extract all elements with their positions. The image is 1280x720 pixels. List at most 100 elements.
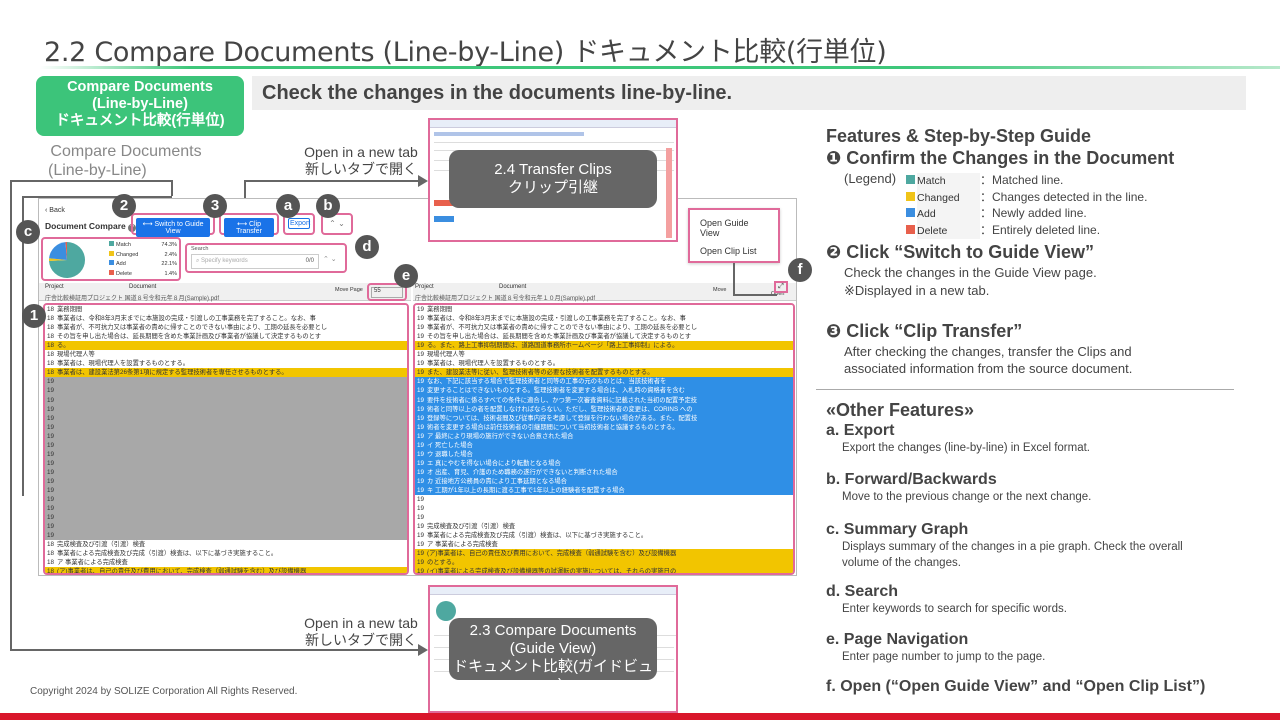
compare-line: 19 <box>45 395 407 406</box>
transfer-overlay-line1: 2.4 Transfer Clips <box>494 161 612 178</box>
line-number: 19 <box>417 505 425 513</box>
line-text: オ 出産、育児、介護のため職務の遂行ができないと判断された場合 <box>427 468 618 476</box>
bottom-bar <box>0 713 1280 720</box>
line-number: 19 <box>417 532 425 540</box>
other-feature-title: e. Page Navigation <box>826 631 969 648</box>
compare-line: 19 <box>415 504 793 514</box>
page-number-input[interactable]: 55 <box>371 287 403 298</box>
search-nav-icons[interactable]: ⌃ ⌄ <box>323 256 337 263</box>
guide-overlay-line1: 2.3 Compare Documents <box>469 622 637 639</box>
open-menu-button[interactable]: Open <box>771 291 785 297</box>
line-text: 完成検査及び引渡（引渡）検査 <box>57 541 146 549</box>
compare-line: 19 <box>45 431 407 442</box>
open-new-tab-bottom-note: Open in a new tab 新しいタブで開く <box>292 615 430 649</box>
features-divider <box>816 389 1234 390</box>
back-link[interactable]: ‹ Back <box>45 207 65 214</box>
line-number: 19 <box>417 450 425 458</box>
line-text: ア 最終により現場の施行ができない合意された場合 <box>427 432 574 440</box>
step-1-title: ❶ Confirm the Changes in the Document <box>826 148 1175 168</box>
search-label: Search <box>191 246 209 252</box>
line-text: ア 事業者による完成検査 <box>427 541 498 549</box>
title-divider <box>40 66 1280 69</box>
line-number: 19 <box>47 514 55 522</box>
right-document-label: Document <box>499 284 527 290</box>
line-text: る。 <box>57 342 70 350</box>
switch-guide-highlight: ⟷ Switch to Guide View <box>131 213 215 237</box>
menu-open-guide-view[interactable]: Open Guide View <box>700 218 749 238</box>
legend-name: Match <box>917 173 980 190</box>
step-2-title: ❷ Click “Switch to Guide View” <box>826 242 1094 262</box>
step-3-body-2: associated information from the source d… <box>844 361 1133 376</box>
line-number: 19 <box>417 550 425 558</box>
connector-top-horizontal <box>10 180 172 182</box>
compare-line: 19 <box>45 386 407 397</box>
other-feature-desc: Export the changes (line-by-line) in Exc… <box>842 442 1090 454</box>
badge-line-3: ドキュメント比較(行単位) <box>55 113 225 129</box>
compare-line: 19 <box>45 422 407 433</box>
clip-transfer-button[interactable]: ⟷ Clip Transfer <box>224 218 274 237</box>
export-button[interactable]: Export <box>288 218 311 229</box>
switch-to-guide-view-button[interactable]: ⟷ Switch to Guide View <box>136 218 210 237</box>
copyright: Copyright 2024 by SOLIZE Corporation All… <box>30 686 298 697</box>
search-input[interactable]: ⌕ Specify keywords 0/0 <box>191 254 319 269</box>
marker-a: a <box>276 194 300 218</box>
other-feature-desc: Enter keywords to search for specific wo… <box>842 603 1067 615</box>
summary-value: 2.4% <box>164 251 177 258</box>
connector-inner-horizontal <box>22 196 172 198</box>
line-number: 19 <box>47 523 55 531</box>
badge-line-2: (Line-by-Line) <box>92 96 188 112</box>
other-feature-title: c. Summary Graph <box>826 521 969 538</box>
line-text: (ア)事業者は、自己の責任及び費用において、完成検査（弱通試験を含む）及び設備機… <box>57 568 307 575</box>
summary-pie-chart <box>49 242 85 278</box>
line-number: 19 <box>417 405 425 413</box>
line-number: 19 <box>417 559 425 567</box>
compare-line: 18(ア)事業者は、自己の責任及び費用において、完成検査（弱通試験を含む）及び設… <box>45 567 407 575</box>
line-text: 事業者は、令和8年3月末までに本施設の完成・引渡しの工事業務を完了すること。なお… <box>57 315 316 323</box>
open-new-tab-bottom-ja: 新しいタブで開く <box>305 632 417 648</box>
left-document-label: Document <box>129 284 157 290</box>
line-text: ア 事業者による完成検査 <box>57 559 128 567</box>
line-text: なお、下記に該当する場合で監理技術者と同等の工事の元のものとは、当該技術者を <box>427 378 667 386</box>
line-number: 19 <box>417 342 425 350</box>
legend-list: Match：Matched line.Changed：Changes detec… <box>906 172 1246 239</box>
subhead: Check the changes in the documents line-… <box>262 82 733 104</box>
line-number: 19 <box>417 360 425 368</box>
line-text: 事業者による完成検査及び完成（引渡）検査は、以下に基づき実施すること。 <box>427 532 648 540</box>
line-number: 18 <box>47 315 55 323</box>
compare-line: 19 <box>45 531 407 541</box>
left-project-label: Project <box>45 284 64 290</box>
previous-change-icon[interactable]: ⌃ <box>329 219 336 228</box>
line-number: 19 <box>47 477 55 485</box>
step-3-body-1: After checking the changes, transfer the… <box>844 344 1132 359</box>
legend-row: Match：Matched line. <box>906 172 1246 190</box>
app-page-title: Document Compare ? <box>45 221 137 232</box>
line-text: エ 真にやむを得ない場合により転勤となる場合 <box>427 459 561 467</box>
other-feature-desc: Displays summary of the changes in a pie… <box>842 541 1183 553</box>
line-number: 18 <box>47 559 55 567</box>
next-change-icon[interactable]: ⌄ <box>338 219 345 228</box>
search-count: 0/0 <box>305 258 314 264</box>
connector-inner-vertical <box>22 196 24 496</box>
step-2-body-2: ※Displayed in a new tab. <box>844 283 990 298</box>
marker-f: f <box>788 258 812 282</box>
open-menu-icon[interactable]: ⤢ <box>774 281 788 293</box>
line-number: 19 <box>47 405 55 413</box>
line-number: 19 <box>417 324 425 332</box>
menu-open-clip-list[interactable]: Open Clip List <box>700 246 757 256</box>
line-number: 19 <box>417 414 425 422</box>
guide-overlay-line3: ドキュメント比較(ガイドビュー) <box>453 658 653 693</box>
